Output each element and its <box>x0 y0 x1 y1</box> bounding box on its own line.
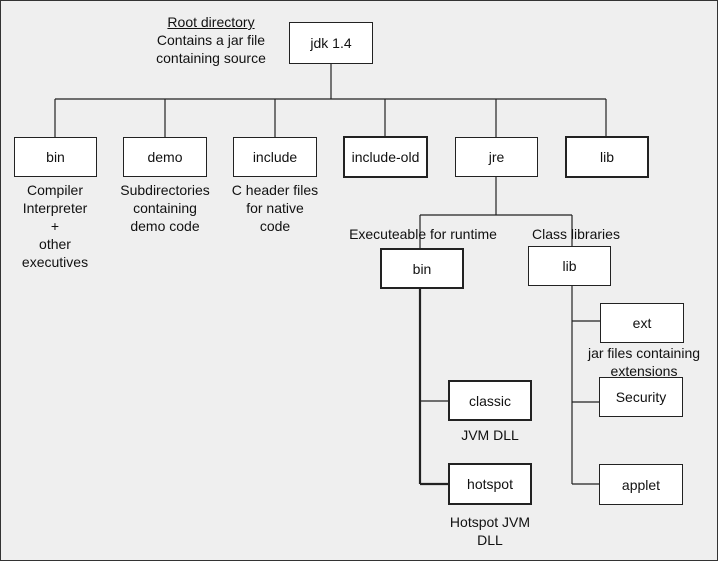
node-label: include-old <box>351 149 420 165</box>
caption-line: containing <box>133 200 197 216</box>
node-label: classic <box>468 392 511 409</box>
node-lib: lib <box>565 136 649 178</box>
caption-line: executives <box>21 254 89 270</box>
root-label: jdk 1.4 <box>310 35 352 51</box>
node-label: jre <box>488 149 505 165</box>
node-label: demo <box>147 149 183 165</box>
jre-lib-caption: Class libraries <box>532 226 620 242</box>
jre-bin-caption: Executeable for runtime <box>349 226 497 242</box>
caption-line: demo code <box>130 218 200 234</box>
node-label: bin <box>46 149 65 165</box>
node-label: hotspot <box>467 476 513 492</box>
caption-line: Interpreter <box>22 200 88 216</box>
caption-line: jar files containing <box>587 345 701 361</box>
node-ext: ext <box>600 303 684 343</box>
hotspot-caption: Hotspot JVM DLL <box>434 513 546 549</box>
node-label: lib <box>562 258 577 274</box>
caption-line: + <box>50 218 60 234</box>
node-demo: demo <box>123 137 207 177</box>
root-caption-line: containing source <box>156 50 266 66</box>
root-caption: Root directory Contains a jar file conta… <box>146 13 276 67</box>
node-jre-lib: lib <box>528 246 611 286</box>
demo-caption: Subdirectories containing demo code <box>110 181 220 235</box>
root-caption-line: Contains a jar file <box>156 32 266 48</box>
classic-caption: JVM DLL <box>434 426 546 444</box>
caption-line: Hotspot JVM <box>449 514 531 530</box>
node-classic: classic <box>448 380 532 421</box>
caption-line: extensions <box>610 363 678 379</box>
include-caption: C header files for native code <box>220 181 330 235</box>
ext-caption: jar files containing extensions <box>576 344 712 380</box>
caption-line: Compiler <box>26 182 83 198</box>
root-node: jdk 1.4 <box>289 22 373 64</box>
node-label: include <box>252 149 298 165</box>
caption-line: DLL <box>477 532 503 548</box>
node-jre-bin: bin <box>380 248 464 289</box>
node-jre: jre <box>455 137 538 177</box>
node-include-old: include-old <box>343 136 428 178</box>
node-label: Security <box>615 389 667 405</box>
caption-line: Subdirectories <box>120 182 210 198</box>
node-applet: applet <box>599 464 683 505</box>
caption-line: JVM DLL <box>461 427 519 443</box>
node-label: lib <box>599 149 614 165</box>
node-label: applet <box>621 476 661 493</box>
caption-line: code <box>259 218 291 234</box>
caption-line: C header files <box>231 182 319 198</box>
root-caption-title: Root directory <box>167 14 255 30</box>
node-include: include <box>233 137 317 177</box>
caption-line: other <box>39 236 71 252</box>
node-label: bin <box>412 260 432 277</box>
node-hotspot: hotspot <box>448 463 532 505</box>
caption-line: for native <box>246 200 304 216</box>
node-security: Security <box>599 377 683 417</box>
node-label: ext <box>632 315 652 331</box>
bin-caption: Compiler Interpreter + other executives <box>5 181 105 271</box>
node-bin: bin <box>14 137 97 177</box>
